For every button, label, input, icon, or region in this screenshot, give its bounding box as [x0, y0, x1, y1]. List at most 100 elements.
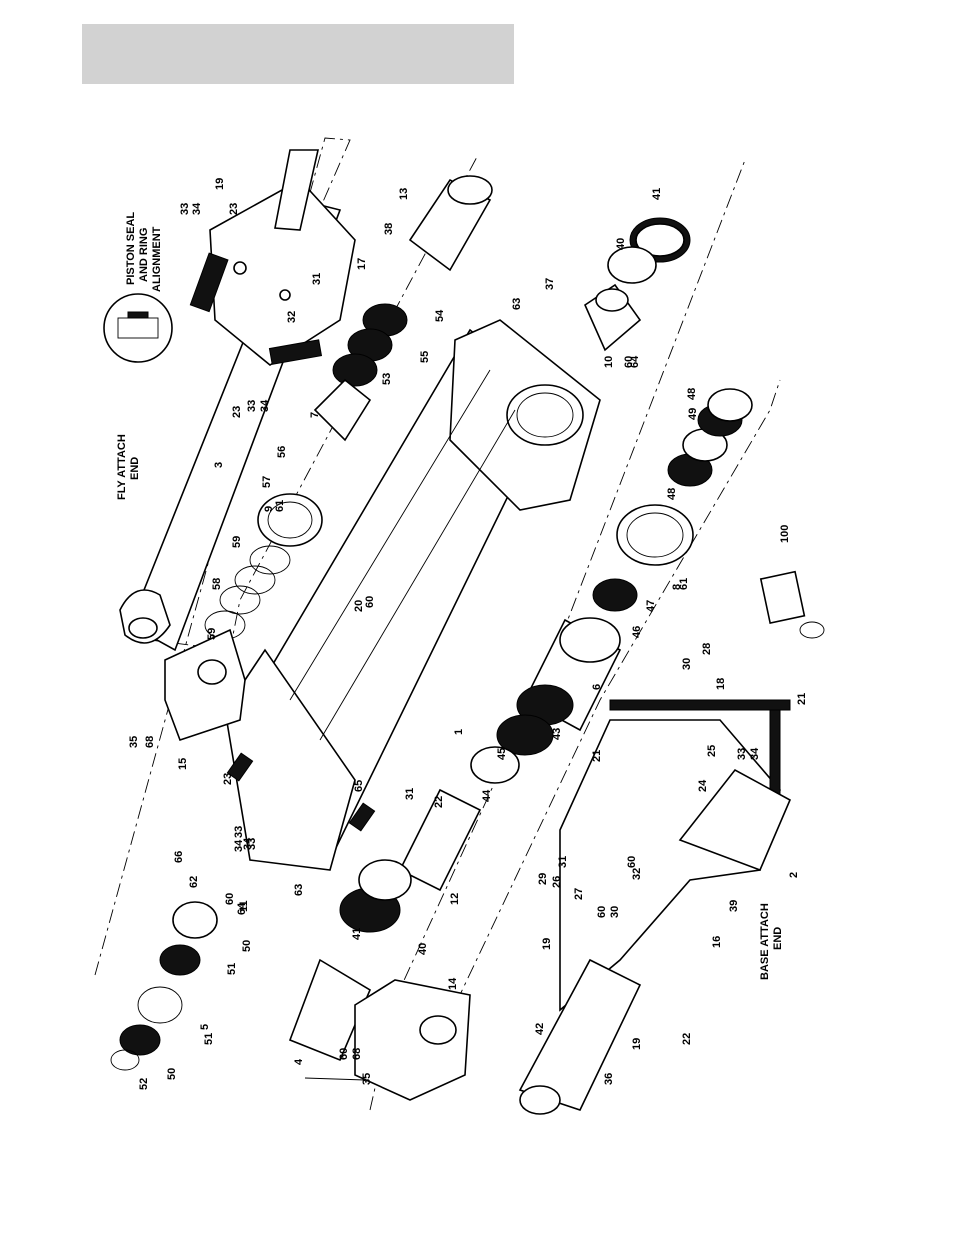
- callout-15: 15: [177, 758, 189, 770]
- callout-66: 66: [173, 851, 185, 863]
- kit-100: [759, 570, 825, 639]
- callout-49: 49: [687, 408, 699, 420]
- callout-32: 32: [631, 868, 643, 880]
- callout-62: 62: [188, 876, 200, 888]
- callout-59: 59: [206, 628, 218, 640]
- callout-22: 22: [681, 1033, 693, 1045]
- callout-19: 19: [214, 178, 226, 190]
- right-rings: [583, 217, 691, 352]
- callout-2: 2: [788, 872, 800, 878]
- callout-48: 48: [666, 488, 678, 500]
- callout-50: 50: [241, 940, 253, 952]
- callout-44: 44: [481, 789, 493, 802]
- callout-52: 52: [138, 1078, 150, 1090]
- callout-34: 34: [233, 839, 245, 852]
- callout-61: 61: [274, 500, 286, 512]
- callout-30: 30: [609, 906, 621, 918]
- callout-22: 22: [433, 796, 445, 808]
- piston-seal-inset: [103, 293, 173, 363]
- callout-56: 56: [276, 446, 288, 458]
- callout-42: 42: [534, 1023, 546, 1035]
- callout-17: 17: [356, 258, 368, 270]
- callout-29: 29: [537, 873, 549, 885]
- callout-33: 33: [233, 826, 245, 838]
- callout-51: 51: [226, 963, 238, 975]
- callout-23: 23: [228, 203, 240, 215]
- callout-34: 34: [749, 747, 761, 760]
- callout-68: 68: [144, 736, 156, 748]
- callout-25: 25: [706, 745, 718, 757]
- callout-40: 40: [417, 943, 429, 955]
- callout-45: 45: [496, 748, 508, 760]
- callout-26: 26: [551, 876, 563, 888]
- svg-text:ALIGNMENT: ALIGNMENT: [151, 226, 163, 292]
- callout-64: 64: [629, 355, 641, 368]
- callout-100: 100: [779, 525, 791, 543]
- callout-38: 38: [383, 223, 395, 235]
- callout-30: 30: [681, 658, 693, 670]
- label-piston-seal: PISTON SEAL AND RING ALIGNMENT: [125, 212, 163, 292]
- callout-55: 55: [419, 351, 431, 363]
- callout-60: 60: [364, 596, 376, 608]
- callout-31: 31: [311, 273, 323, 285]
- callout-34: 34: [191, 202, 203, 215]
- callout-18: 18: [715, 678, 727, 690]
- callout-41: 41: [651, 188, 663, 200]
- callout-60: 60: [224, 893, 236, 905]
- callout-54: 54: [434, 309, 446, 322]
- svg-text:BASE ATTACH: BASE ATTACH: [759, 903, 771, 980]
- callout-12: 12: [449, 893, 461, 905]
- label-fly-attach-end: FLY ATTACH END: [116, 434, 141, 500]
- callout-21: 21: [591, 750, 603, 762]
- callout-41: 41: [351, 928, 363, 940]
- cylinder-barrel: [224, 319, 601, 871]
- callout-14: 14: [447, 977, 459, 990]
- callout-31: 31: [557, 856, 569, 868]
- callout-63: 63: [293, 884, 305, 896]
- callout-1: 1: [453, 729, 465, 735]
- callout-33: 33: [736, 748, 748, 760]
- callout-40: 40: [615, 238, 627, 250]
- callout-21: 21: [796, 693, 808, 705]
- callout-46: 46: [631, 626, 643, 638]
- callout-9: 9: [263, 506, 275, 512]
- callout-labels: 1234567891011121314151617181919192021212…: [128, 178, 808, 1090]
- lower-left-gland: [110, 859, 412, 1071]
- callout-36: 36: [603, 1073, 615, 1085]
- callout-63: 63: [511, 298, 523, 310]
- callout-19: 19: [541, 938, 553, 950]
- callout-27: 27: [573, 888, 585, 900]
- callout-10: 10: [603, 356, 615, 368]
- svg-text:FLY ATTACH: FLY ATTACH: [116, 434, 128, 500]
- svg-text:END: END: [129, 457, 141, 480]
- callout-61: 61: [678, 578, 690, 590]
- callout-5: 5: [199, 1024, 211, 1030]
- base-attach-frame: [518, 699, 792, 1115]
- callout-23: 23: [222, 773, 234, 785]
- callout-60: 60: [338, 1048, 350, 1060]
- callout-50: 50: [166, 1068, 178, 1080]
- callout-4: 4: [293, 1058, 305, 1065]
- upper-seal-stack: [204, 175, 493, 640]
- callout-59: 59: [231, 536, 243, 548]
- callout-7: 7: [309, 412, 321, 418]
- title-bar: [82, 24, 514, 84]
- callout-60: 60: [626, 856, 638, 868]
- callout-11: 11: [238, 900, 250, 912]
- callout-34: 34: [259, 399, 271, 412]
- callout-48: 48: [686, 388, 698, 400]
- svg-text:AND RING: AND RING: [138, 228, 150, 282]
- piston-assembly: [398, 617, 622, 892]
- callout-33: 33: [179, 203, 191, 215]
- callout-35: 35: [128, 736, 140, 748]
- lower-right-rings: [592, 388, 753, 612]
- callout-3: 3: [213, 462, 225, 468]
- svg-text:END: END: [772, 927, 784, 950]
- callout-19: 19: [631, 1038, 643, 1050]
- callout-68: 68: [351, 1048, 363, 1060]
- callout-37: 37: [544, 278, 556, 290]
- callout-33: 33: [246, 838, 258, 850]
- label-base-attach-end: BASE ATTACH END: [759, 903, 784, 980]
- callout-13: 13: [398, 188, 410, 200]
